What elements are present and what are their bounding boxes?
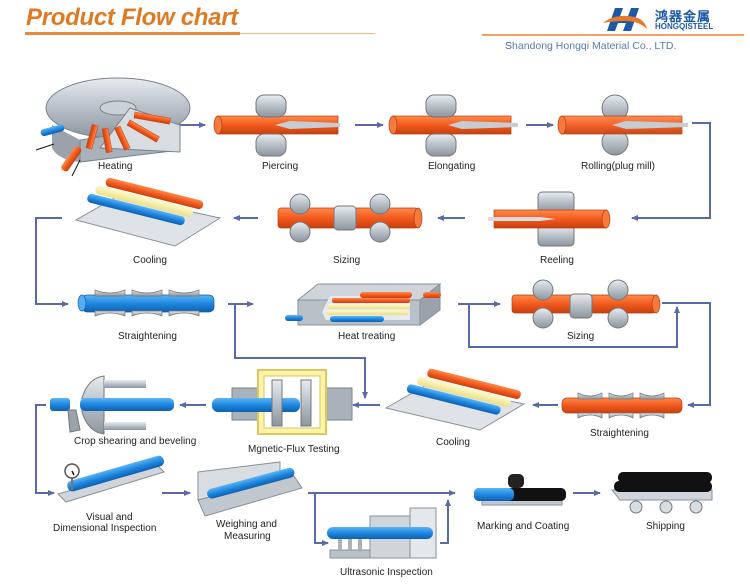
step-label-shipping: Shipping xyxy=(646,521,685,532)
magnetic-flux-tester-icon xyxy=(212,369,353,435)
connectors xyxy=(35,122,711,546)
title-underline xyxy=(25,32,240,35)
logo-chinese-text: 鸿器金属 xyxy=(655,10,712,25)
company-name-rest: handong Hongqi Material Co., LTD. xyxy=(512,40,677,52)
step-label-straightening-2: Straightening xyxy=(590,428,649,439)
arrow-weighing-ultrasonic xyxy=(314,493,329,546)
heat-treating-furnace-icon xyxy=(285,282,442,326)
company-name: Shandong Hongqi Material Co., LTD. xyxy=(505,40,676,52)
step-label-weighing-1: Weighing and xyxy=(216,519,277,530)
step-label-mft: Mgnetic-Flux Testing xyxy=(248,444,340,455)
weighing-scale-icon xyxy=(197,461,303,517)
step-label-weighing-2: Measuring xyxy=(224,531,271,542)
arrow-crop-visual xyxy=(35,404,55,496)
arrow-cooling-straightening xyxy=(35,217,69,307)
straightening-machine-icon xyxy=(77,289,215,317)
cooling-bed-icon-2 xyxy=(384,368,526,431)
step-label-rolling: Rolling(plug mill) xyxy=(581,161,655,172)
step-label-elongating: Elongating xyxy=(428,161,476,172)
arrow-heattreating-bypass-sizing xyxy=(468,304,680,348)
marking-coating-icon xyxy=(474,474,566,506)
title-underline-thin xyxy=(240,33,375,34)
logo-english-text: HONGQISTEEL xyxy=(655,22,714,31)
cooling-bed-icon xyxy=(74,177,222,247)
arrow-sizing-straightening xyxy=(662,302,711,408)
arrow-ultrasonic-marking xyxy=(440,499,451,544)
piercing-mill-icon xyxy=(213,94,340,157)
header-rule-right xyxy=(482,34,744,36)
step-label-crop: Crop shearing and beveling xyxy=(74,436,197,447)
step-label-sizing-2: Sizing xyxy=(567,331,595,342)
heating-furnace-icon xyxy=(35,77,191,177)
step-label-marking: Marking and Coating xyxy=(477,521,570,532)
reeling-mill-icon xyxy=(488,191,611,247)
step-label-visual-2: Dimensional Inspection xyxy=(53,523,157,534)
step-label-visual-1: Visual and xyxy=(86,512,133,523)
company-initial: S xyxy=(505,40,513,52)
elongating-mill-icon xyxy=(388,94,518,157)
hongqi-logo-icon xyxy=(603,8,647,31)
sizing-mill-icon-2 xyxy=(511,279,661,329)
step-label-straightening: Straightening xyxy=(118,331,177,342)
step-label-reeling: Reeling xyxy=(540,255,574,266)
page-title: Product Flow chart xyxy=(26,4,238,31)
visual-inspection-icon xyxy=(57,455,165,503)
step-label-cooling-2: Cooling xyxy=(436,437,470,448)
ultrasonic-inspection-icon xyxy=(327,507,437,559)
step-label-heating: Heating xyxy=(98,161,133,172)
arrow-straightening-bypass-mft xyxy=(234,304,368,399)
sizing-mill-icon xyxy=(277,193,423,243)
straightening-machine-icon-2 xyxy=(561,392,683,419)
plug-mill-icon xyxy=(557,94,688,156)
shipping-cart-icon xyxy=(610,472,713,514)
arrow-rolling-reeling xyxy=(631,122,711,221)
step-label-sizing: Sizing xyxy=(333,255,361,266)
step-label-heat-treating: Heat treating xyxy=(338,331,396,342)
step-label-ultrasonic: Ultrasonic Inspection xyxy=(340,567,433,578)
crop-shear-icon xyxy=(50,375,174,435)
step-label-cooling: Cooling xyxy=(133,255,167,266)
step-label-piercing: Piercing xyxy=(262,161,299,172)
